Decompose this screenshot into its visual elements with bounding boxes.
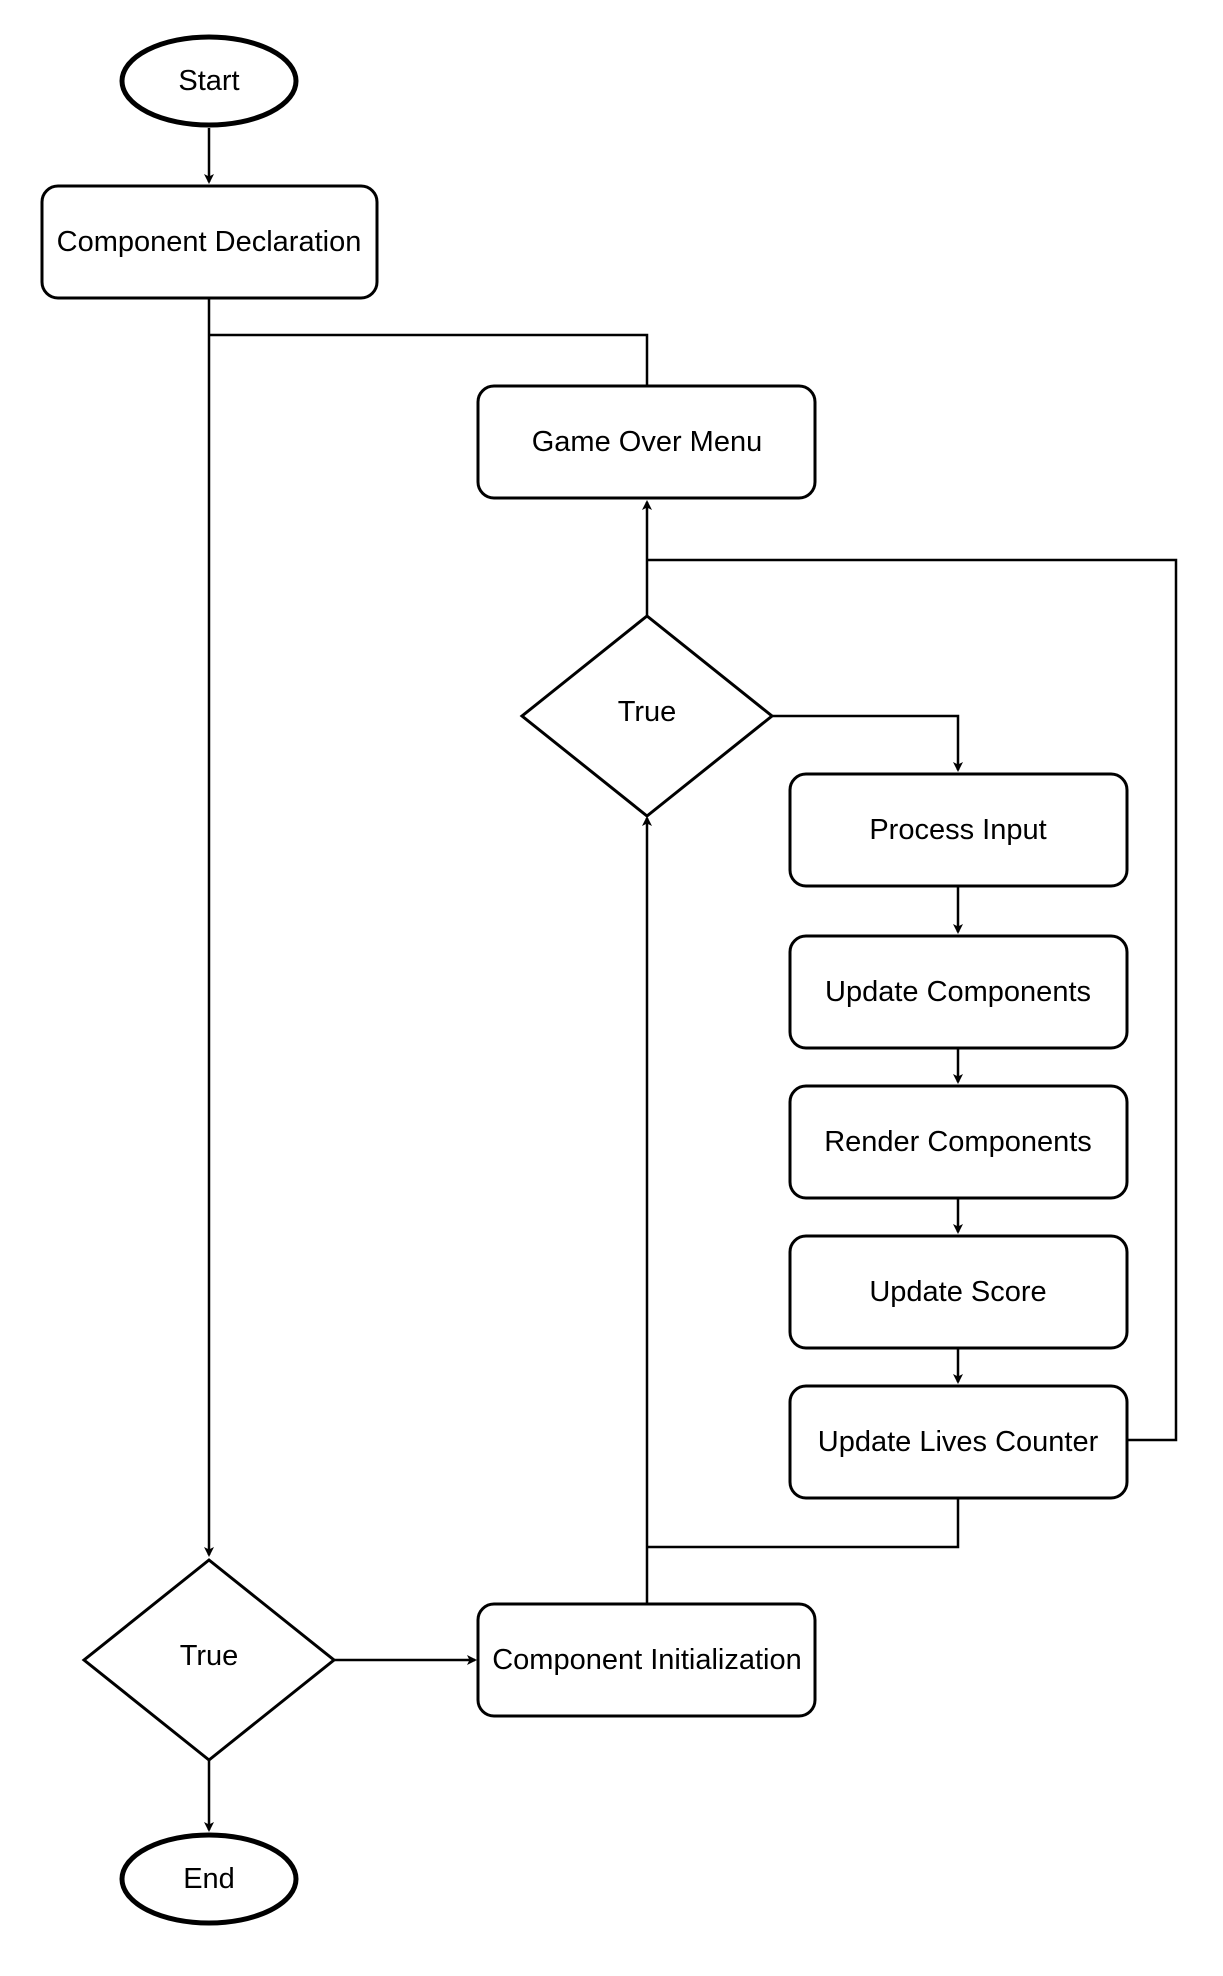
edge-game-over-to-main-line	[209, 333, 649, 386]
node-update-lives: Update Lives Counter	[788, 1384, 1129, 1500]
node-update-components: Update Components	[788, 934, 1129, 1050]
node-initialization: Component Initialization	[476, 1602, 817, 1718]
node-start: Start	[119, 34, 299, 128]
node-declaration: Component Declaration	[40, 184, 379, 300]
node-update-score-label: Update Score	[869, 1276, 1046, 1308]
node-main-condition: True	[81, 1558, 337, 1762]
node-update-lives-label: Update Lives Counter	[818, 1426, 1099, 1458]
edge-update-lives-to-loop-return	[647, 1498, 960, 1549]
node-loop-condition-label: True	[618, 696, 677, 728]
edge-update-lives-to-game-over	[647, 558, 1178, 1442]
node-start-label: Start	[178, 65, 239, 97]
edges	[204, 128, 1178, 1832]
node-process-input: Process Input	[788, 772, 1129, 888]
node-main-condition-label: True	[180, 1640, 239, 1672]
node-render-components: Render Components	[788, 1084, 1129, 1200]
node-loop-condition: True	[519, 614, 775, 818]
node-initialization-label: Component Initialization	[492, 1644, 802, 1676]
node-game-over-label: Game Over Menu	[532, 426, 762, 458]
node-process-input-label: Process Input	[869, 814, 1046, 846]
node-declaration-label: Component Declaration	[57, 226, 362, 258]
node-end-label: End	[183, 1863, 235, 1895]
node-render-components-label: Render Components	[824, 1126, 1092, 1158]
node-end: End	[119, 1832, 299, 1926]
node-update-components-label: Update Components	[825, 976, 1091, 1008]
node-update-score: Update Score	[788, 1234, 1129, 1350]
node-game-over: Game Over Menu	[476, 384, 817, 500]
edge-loop-condition-to-process-input	[772, 714, 963, 772]
